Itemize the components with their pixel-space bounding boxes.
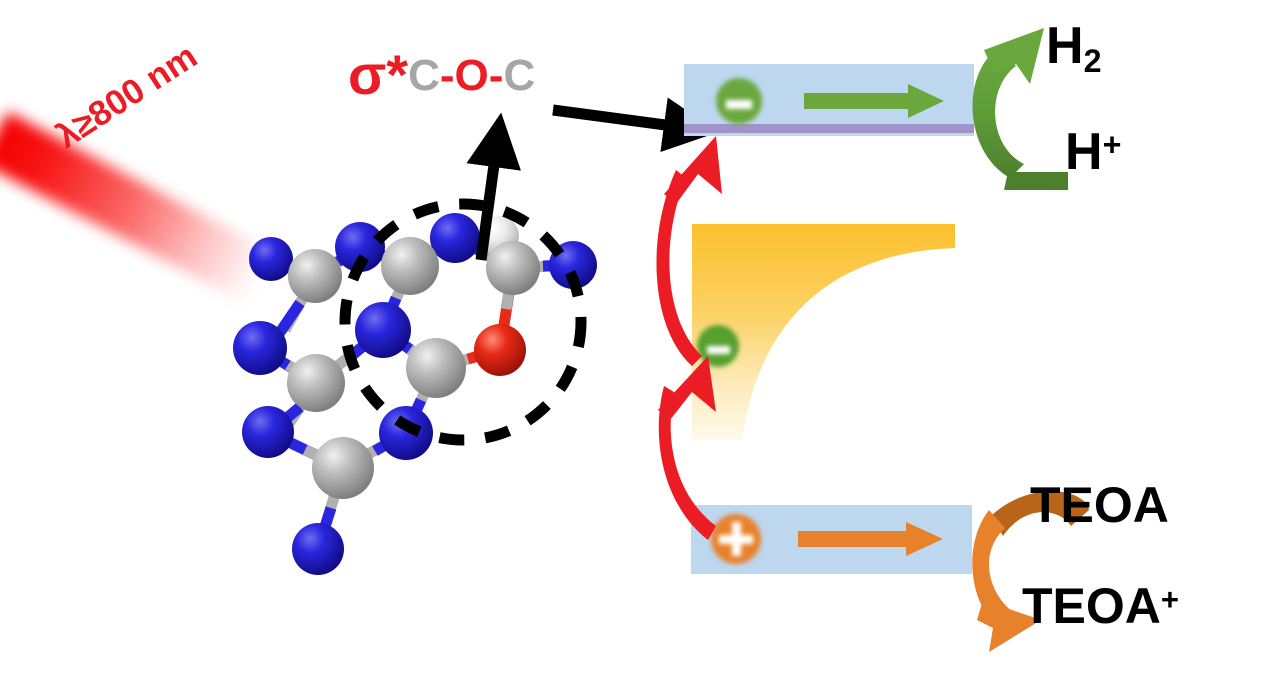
carbon-right: C: [503, 51, 536, 100]
hole-transport-arrow: [798, 522, 943, 556]
teoa-plus-base: TEOA: [1022, 578, 1161, 634]
teoa-plus-superscript: +: [1160, 581, 1180, 617]
red-arrow-lower-shaft: [658, 386, 716, 540]
atom-c: [381, 237, 439, 295]
atom-n: [249, 237, 293, 281]
atom-c: [288, 249, 342, 303]
arrow-to-sigma-label: [466, 112, 521, 261]
electron-midgap: [697, 325, 739, 367]
red-arrow-upper-head: [664, 136, 722, 204]
atom-c: [287, 354, 345, 412]
midgap-state-shape: [692, 224, 955, 440]
h2-element: H: [1046, 17, 1084, 75]
atom-c: [406, 338, 466, 398]
excitation-label: λ≥800 nm: [49, 36, 204, 156]
atom-c: [312, 437, 374, 499]
atom-c: [486, 241, 540, 295]
highlight-dashed-circle: [339, 198, 587, 446]
oxygen: O: [454, 51, 489, 100]
conduction-band-edge-line: [684, 124, 974, 133]
molecular-structure: [233, 198, 597, 575]
plus-icon-horizontal: [719, 534, 753, 544]
dash-left: -: [439, 51, 455, 100]
atom-n: [233, 321, 287, 375]
minus-icon: [726, 99, 752, 109]
product-teoa-cation-label: TEOA+: [1022, 577, 1179, 635]
atom-n: [379, 406, 433, 460]
red-arrow-lower-head: [658, 356, 716, 420]
carbon-left: C: [408, 51, 440, 100]
product-h2-label: H2: [1046, 16, 1102, 80]
orbital-pointer-arrows: [466, 97, 710, 261]
teoa-oxidation-arrow: [972, 491, 1089, 652]
hplus-element: H: [1065, 123, 1103, 181]
hole-valence: [711, 514, 761, 564]
h2-subscript: 2: [1083, 43, 1102, 80]
excitation-arrows: [656, 136, 722, 540]
atom-n: [335, 222, 385, 272]
atom-n: [292, 523, 344, 575]
reactant-teoa-label: TEOA: [1030, 477, 1169, 533]
minus-icon: [706, 345, 730, 354]
atom-o: [474, 324, 526, 376]
atom-group: [233, 213, 597, 575]
dash-right: -: [488, 51, 504, 100]
arrow-to-conduction-band: [552, 97, 710, 153]
sigma-star-coc-label: σ*C-O-C: [348, 47, 536, 103]
atom-n: [355, 302, 411, 358]
reactant-hplus-label: H+: [1065, 122, 1121, 182]
atom-n: [242, 406, 294, 458]
hplus-superscript: +: [1102, 126, 1122, 163]
electron-conduction: [716, 78, 762, 124]
h2-evolution-arrow: [972, 28, 1068, 190]
red-arrow-upper-shaft: [656, 170, 702, 366]
electron-transport-arrow: [804, 84, 944, 118]
sigma-symbol: σ*: [348, 43, 409, 106]
atom-n: [430, 213, 480, 263]
